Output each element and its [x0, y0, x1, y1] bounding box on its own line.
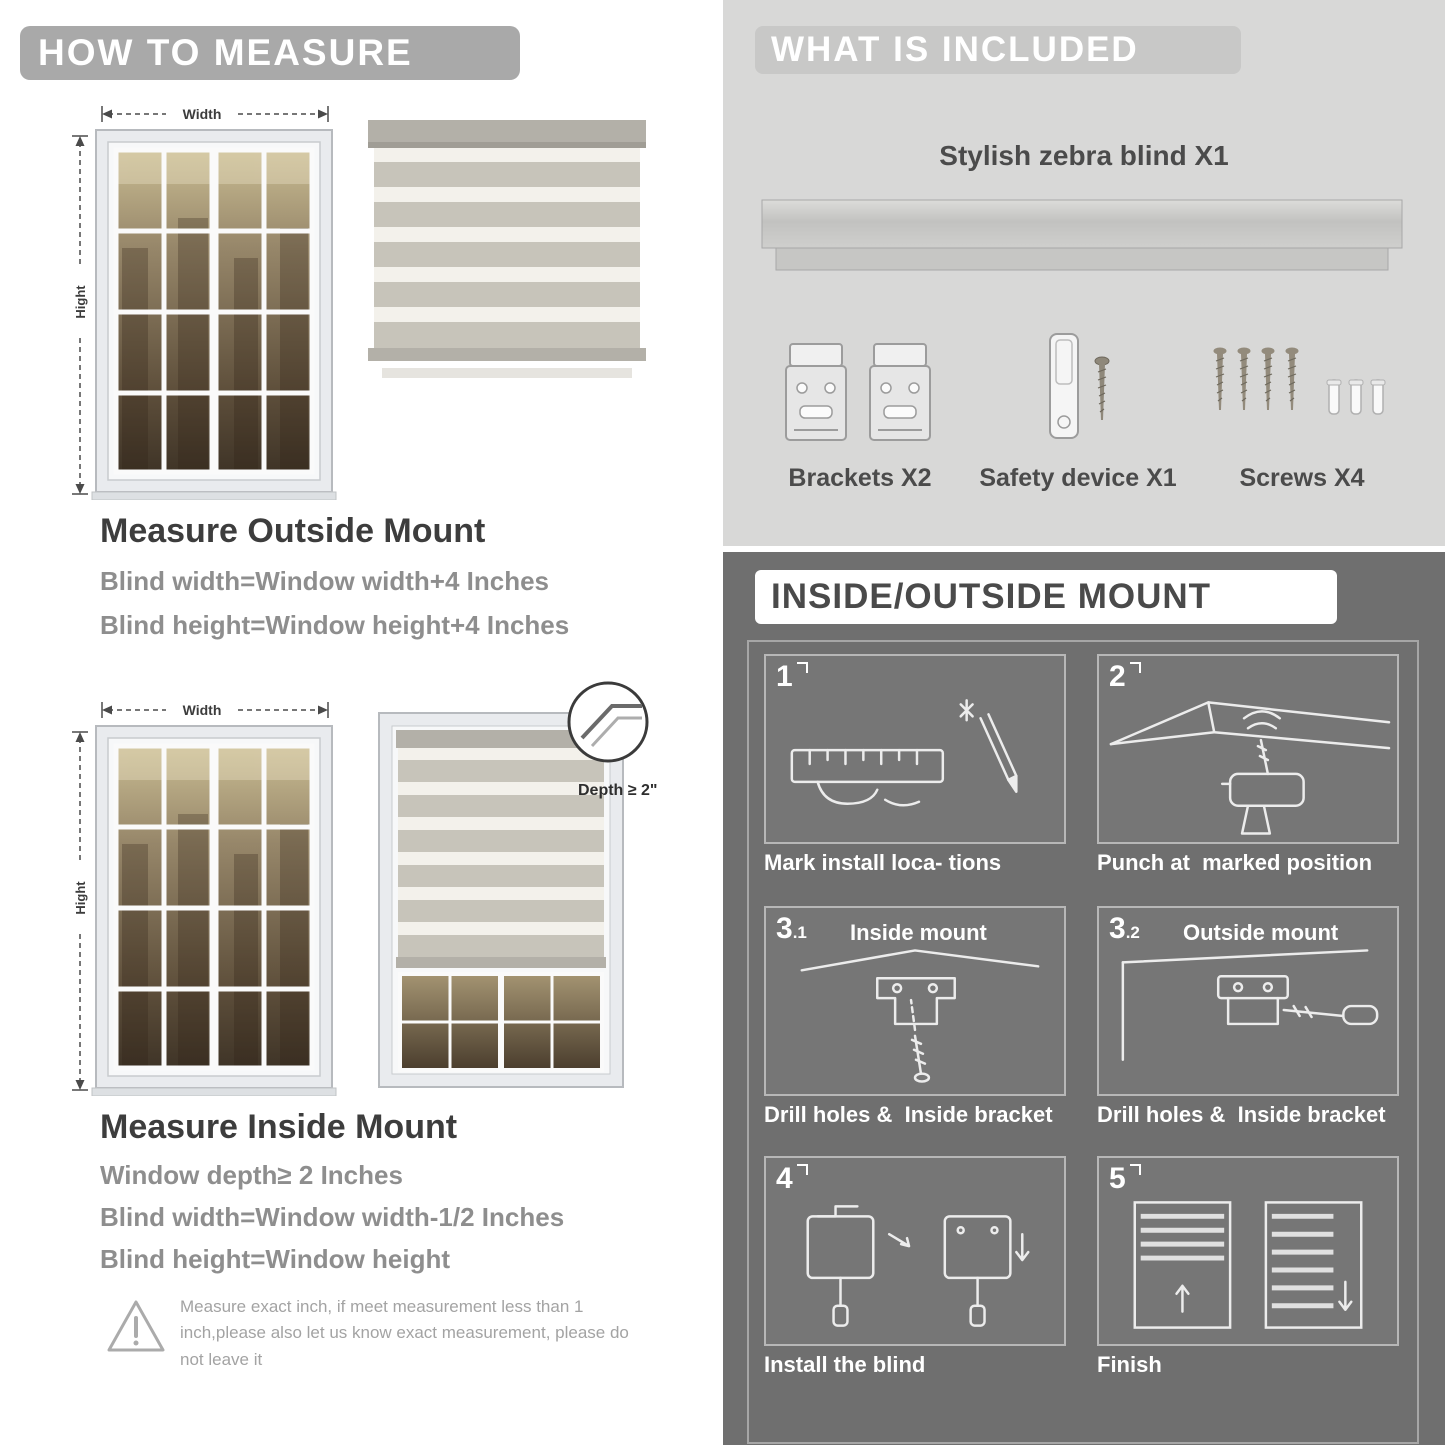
step-panel-1: 1: [764, 654, 1066, 844]
width-label: Width: [183, 106, 222, 122]
step-panel-3-1: 3.1 Inside mount: [764, 906, 1066, 1096]
zebra-blind-outside-illustration: [362, 120, 652, 393]
screws-icon: [1206, 336, 1396, 456]
warning-triangle-icon: [106, 1298, 166, 1359]
drill-icon: [1109, 701, 1391, 835]
outside-mount-title: Measure Outside Mount: [100, 512, 486, 550]
measured-window-icon: Width Hight: [72, 106, 337, 501]
brackets-label: Brackets X2: [788, 464, 932, 492]
step-panel-5: 5: [1097, 1156, 1399, 1346]
mark-location-icon: [790, 699, 1018, 807]
inside-mount-formula-height: Blind height=Window height: [100, 1244, 450, 1274]
outside-mount-formula-width: Blind width=Window width+4 Inches: [100, 566, 549, 596]
safety-device-icon: [1036, 330, 1131, 460]
screws-label: Screws X4: [1239, 464, 1365, 492]
depth-callout-icon: [566, 680, 650, 769]
inside-bracket-icon: [800, 949, 1040, 1083]
height-label: Hight: [73, 881, 88, 915]
zebra-blind-icon: [368, 120, 646, 378]
corner-mark: [796, 1164, 808, 1175]
safety-device-label: Safety device X1: [979, 464, 1177, 492]
corner-mark: [1129, 662, 1141, 673]
mount-guide-title: INSIDE/OUTSIDE MOUNT: [771, 577, 1212, 616]
zebra-blind-inside-illustration: [378, 712, 624, 1093]
brackets-icon: [784, 338, 934, 455]
outside-mount-formula-height: Blind height=Window height+4 Inches: [100, 610, 570, 640]
what-is-included-section: [723, 0, 1445, 546]
zebra-blind-in-window-icon: [378, 712, 624, 1088]
depth-callout-label: Depth ≥ 2": [578, 782, 658, 799]
steps-frame: [747, 640, 1419, 1444]
how-to-measure-title: HOW TO MEASURE: [38, 32, 413, 73]
step-number: 3.1: [776, 912, 807, 945]
finished-blinds-icon: [1133, 1201, 1363, 1329]
inside-mount-depth-rule: Window depth≥ 2 Inches: [100, 1160, 403, 1190]
step-number: 2: [1109, 662, 1141, 692]
step-number: 1: [776, 662, 808, 692]
how-to-measure-header: HOW TO MEASURE: [20, 26, 520, 80]
step-panel-3-2: 3.2 Outside mount: [1097, 906, 1399, 1096]
what-is-included-title: WHAT IS INCLUDED: [771, 30, 1139, 69]
step-number: 4: [776, 1164, 808, 1194]
warning-note: Measure exact inch, if meet measurement …: [180, 1297, 629, 1369]
step-panel-2: 2: [1097, 654, 1399, 844]
step-caption-2: Punch at marked position: [1097, 850, 1373, 875]
step-caption-5: Finish: [1097, 1352, 1162, 1377]
included-blind-label: Stylish zebra blind X1: [939, 140, 1229, 171]
step-panel-4: 4: [764, 1156, 1066, 1346]
what-is-included-header: WHAT IS INCLUDED: [755, 26, 1241, 74]
step-number: 3.2: [1109, 912, 1140, 945]
window-inside-mount-illustration: Width Hight: [66, 694, 338, 1101]
step-caption-1: Mark install loca- tions: [764, 850, 1002, 875]
width-label: Width: [183, 702, 222, 718]
outside-bracket-icon: [1121, 949, 1379, 1061]
mount-guide-header: INSIDE/OUTSIDE MOUNT: [755, 570, 1337, 624]
corner-mark: [1129, 1164, 1141, 1175]
inside-mount-title: Measure Inside Mount: [100, 1108, 458, 1146]
height-label: Hight: [73, 285, 88, 319]
corner-mark: [796, 662, 808, 673]
blind-cassette-illustration: [760, 192, 1405, 292]
step-caption-4: Install the blind: [764, 1352, 926, 1377]
mount-guide-section: [723, 552, 1445, 1445]
inside-mount-formula-width: Blind width=Window width-1/2 Inches: [100, 1202, 565, 1232]
measured-window-icon: Width Hight: [72, 702, 337, 1097]
step-title: Outside mount: [1183, 920, 1339, 945]
window-outside-mount-illustration: Width Hight: [66, 98, 338, 505]
step-caption-3-1: Drill holes & Inside bracket: [764, 1102, 1053, 1127]
install-blind-icon: [806, 1205, 1030, 1327]
step-title: Inside mount: [850, 920, 987, 945]
step-number: 5: [1109, 1164, 1141, 1194]
step-caption-3-2: Drill holes & Inside bracket: [1097, 1102, 1386, 1127]
